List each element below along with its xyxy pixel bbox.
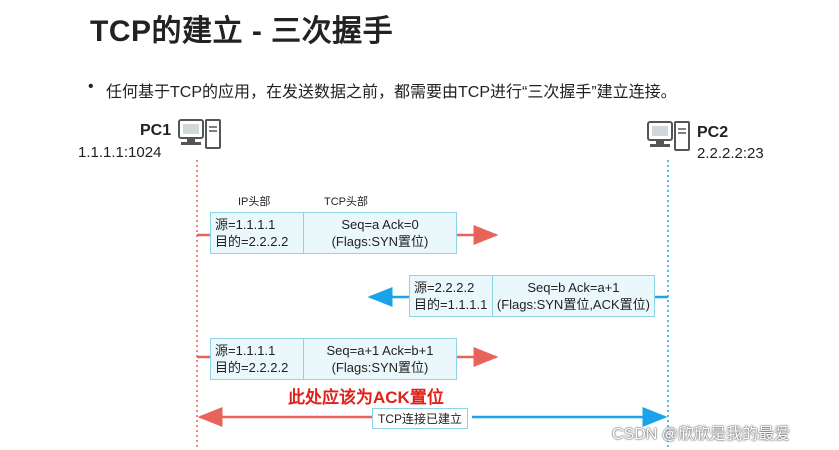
ip-destination: 目的=2.2.2.2 [215,360,289,375]
tcp-flags: (Flags:SYN置位) [331,234,429,249]
tcp-seq-ack: Seq=b Ack=a+1 [527,280,620,295]
syn-segment: 源=1.1.1.1 目的=2.2.2.2 Seq=a Ack=0 (Flags:… [210,212,457,254]
ip-source: 源=2.2.2.2 [414,280,475,295]
tcp-header-cell: Seq=a+1 Ack=b+1 (Flags:SYN置位) [304,339,456,379]
pc1-label: PC1 [140,122,172,139]
tcp-header-cell: Seq=a Ack=0 (Flags:SYN置位) [304,213,456,253]
pc2-computer-icon [647,121,690,151]
ip-source: 源=1.1.1.1 [215,217,276,232]
tcp-header-cell: Seq=b Ack=a+1 (Flags:SYN置位,ACK置位) [493,276,654,316]
ip-header-label: IP头部 [238,196,271,208]
correction-note: 此处应该为ACK置位 [288,388,444,407]
bullet-text: 任何基于TCP的应用，在发送数据之前，都需要由TCP进行“三次握手”建立连接。 [106,84,677,101]
pc2-label: PC2 [697,124,729,141]
pc1-computer-icon [178,119,221,149]
connection-established-label: TCP连接已建立 [372,408,469,429]
tcp-flags: (Flags:SYN置位) [331,360,429,375]
ip-destination: 目的=2.2.2.2 [215,234,289,249]
ip-destination: 目的=1.1.1.1 [414,297,488,312]
pc1-address: 1.1.1.1:1024 [78,144,162,161]
watermark: CSDN @欣欣是我的最爱 [612,426,791,443]
syn-ack-segment: 源=2.2.2.2 目的=1.1.1.1 Seq=b Ack=a+1 (Flag… [409,275,655,317]
tcp-header-label: TCP头部 [324,196,368,208]
tcp-seq-ack: Seq=a Ack=0 [341,217,419,232]
ip-header-cell: 源=2.2.2.2 目的=1.1.1.1 [410,276,493,316]
ip-header-cell: 源=1.1.1.1 目的=2.2.2.2 [211,339,304,379]
pc2-address: 2.2.2.2:23 [697,145,764,162]
tcp-flags: (Flags:SYN置位,ACK置位) [496,297,650,312]
ip-source: 源=1.1.1.1 [215,343,276,358]
bullet-dot: • [88,78,94,95]
ack-segment: 源=1.1.1.1 目的=2.2.2.2 Seq=a+1 Ack=b+1 (Fl… [210,338,457,380]
page-title: TCP的建立 - 三次握手 [90,15,394,48]
ip-header-cell: 源=1.1.1.1 目的=2.2.2.2 [211,213,304,253]
tcp-seq-ack: Seq=a+1 Ack=b+1 [326,343,434,358]
